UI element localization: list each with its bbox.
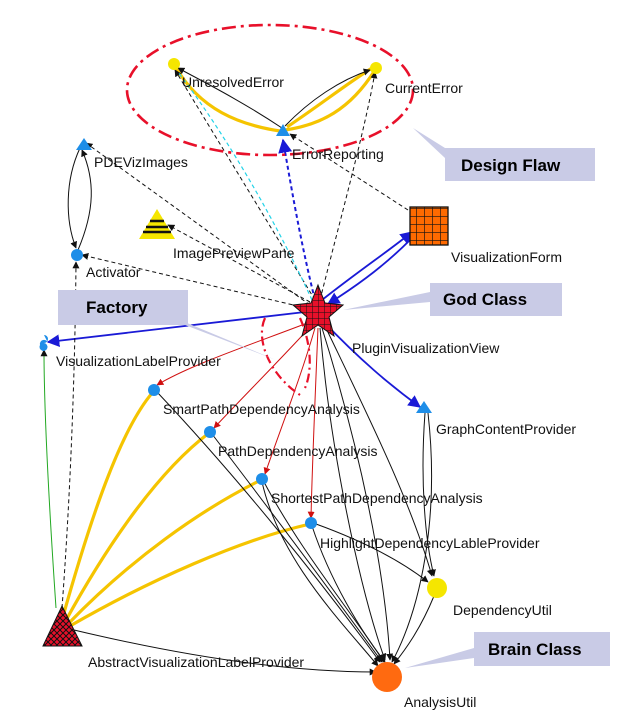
edge-graph-dependency bbox=[422, 412, 436, 577]
path-dependency-analysis-label: PathDependencyAnalysis bbox=[218, 443, 378, 459]
edge-current-error-reporting-2 bbox=[286, 66, 373, 129]
image-preview-pane-node[interactable] bbox=[139, 209, 175, 239]
image-preview-pane-label: ImagePreviewPane bbox=[173, 245, 295, 261]
nodes bbox=[39, 58, 449, 692]
edge-highlight-dependency bbox=[315, 523, 429, 583]
graph-content-provider-label: GraphContentProvider bbox=[436, 421, 576, 437]
highlight-dependency-lable-provider-node[interactable] bbox=[305, 517, 317, 529]
pde-viz-images-node[interactable] bbox=[76, 138, 92, 150]
dependency-util-label: DependencyUtil bbox=[453, 602, 552, 618]
pde-viz-images-label: PDEVizImages bbox=[94, 154, 188, 170]
analysis-util-node[interactable] bbox=[372, 662, 402, 692]
edge-abstract-shortest bbox=[66, 478, 262, 626]
brain-class-callout: Brain Class bbox=[405, 632, 610, 668]
node-labels: UnresolvedError CurrentError ErrorReport… bbox=[56, 74, 576, 710]
edge-reporting-current bbox=[284, 68, 371, 127]
edge-god-smartpath bbox=[156, 321, 311, 386]
edge-god-graphcontent bbox=[321, 319, 422, 408]
design-flaw-callout-text: Design Flaw bbox=[461, 156, 561, 175]
shortest-path-dependency-analysis-node[interactable] bbox=[256, 473, 268, 485]
plugin-visualization-view-node[interactable] bbox=[291, 283, 345, 338]
edge-god-imagepreview bbox=[167, 224, 311, 303]
design-flaw-callout: Design Flaw bbox=[413, 128, 595, 181]
visualization-form-node[interactable] bbox=[409, 206, 449, 246]
factory-callout: Factory bbox=[58, 290, 276, 360]
edges bbox=[40, 65, 436, 676]
edge-smartpath-analysis bbox=[156, 391, 381, 663]
visualization-label-provider-label: VisualizationLabelProvider bbox=[56, 353, 221, 369]
edge-god-vizlabel bbox=[46, 311, 306, 347]
edge-shortest-analysis-2 bbox=[261, 481, 379, 667]
error-reporting-label: ErrorReporting bbox=[292, 146, 384, 162]
god-class-callout-text: God Class bbox=[443, 290, 527, 309]
edge-activator-pdeviz bbox=[77, 149, 92, 251]
edge-god-activator bbox=[81, 253, 307, 309]
callouts: Design Flaw God Class Factory Brain Clas… bbox=[58, 128, 610, 668]
edge-abstract-activator bbox=[61, 261, 80, 609]
edge-abstract-vizlabel-green bbox=[40, 349, 57, 609]
highlight-dependency-lable-provider-label: HighlightDependencyLableProvider bbox=[320, 535, 540, 551]
error-reporting-node[interactable] bbox=[276, 124, 290, 136]
analysis-util-label: AnalysisUtil bbox=[404, 694, 476, 710]
edge-dependency-analysis bbox=[393, 595, 435, 665]
smart-path-dependency-analysis-label: SmartPathDependencyAnalysis bbox=[163, 401, 360, 417]
edge-god-unresolved bbox=[174, 69, 316, 301]
visualization-label-provider-node[interactable] bbox=[39, 335, 48, 351]
edge-current-error-reporting bbox=[284, 69, 377, 132]
edge-god-highlight bbox=[307, 327, 319, 519]
dependency-util-node[interactable] bbox=[427, 578, 447, 598]
edge-abstract-pathdep bbox=[63, 431, 210, 623]
edge-god-analysis-red bbox=[319, 327, 387, 661]
edge-god-shortest bbox=[263, 327, 316, 475]
activator-label: Activator bbox=[86, 264, 141, 280]
plugin-visualization-view-label: PluginVisualizationView bbox=[352, 340, 500, 356]
edge-abstract-smartpath bbox=[60, 390, 155, 621]
path-dependency-analysis-node[interactable] bbox=[204, 426, 216, 438]
unresolved-error-node[interactable] bbox=[168, 58, 180, 70]
unresolved-error-label: UnresolvedError bbox=[182, 74, 284, 90]
edge-vizform-errorreporting bbox=[289, 133, 409, 211]
edge-god-analysis-2 bbox=[321, 327, 394, 661]
visualization-form-label: VisualizationForm bbox=[451, 249, 562, 265]
edge-abstract-highlight bbox=[69, 522, 311, 628]
factory-ellipse bbox=[260, 317, 311, 396]
edge-pdeviz-activator bbox=[67, 147, 81, 249]
current-error-label: CurrentError bbox=[385, 80, 463, 96]
abstract-visualization-label-provider-label: AbstractVisualizationLabelProvider bbox=[88, 654, 304, 670]
edge-graph-analysis bbox=[391, 412, 432, 663]
edge-god-dependency bbox=[324, 325, 434, 577]
factory-callout-text: Factory bbox=[86, 298, 148, 317]
smart-path-dependency-analysis-node[interactable] bbox=[148, 384, 160, 396]
edge-reporting-unresolved bbox=[177, 67, 283, 129]
edge-god-current bbox=[319, 71, 378, 301]
edge-highlight-analysis bbox=[311, 525, 386, 663]
god-class-callout: God Class bbox=[343, 283, 562, 316]
design-flaw-ellipse bbox=[125, 23, 415, 157]
brain-class-callout-text: Brain Class bbox=[488, 640, 582, 659]
activator-node[interactable] bbox=[71, 249, 83, 261]
edge-abstract-analysis bbox=[73, 629, 377, 676]
current-error-node[interactable] bbox=[370, 62, 382, 74]
abstract-visualization-label-provider-node[interactable] bbox=[42, 604, 83, 647]
shortest-path-dependency-analysis-label: ShortestPathDependencyAnalysis bbox=[271, 490, 483, 506]
edge-god-unresolved-cyan bbox=[177, 71, 313, 301]
edge-pathdep-analysis bbox=[211, 433, 383, 663]
edge-god-vizform bbox=[321, 231, 413, 301]
edge-god-pathdep bbox=[213, 324, 313, 429]
edge-god-errorreporting bbox=[278, 138, 316, 301]
graph-content-provider-node[interactable] bbox=[416, 401, 432, 413]
edge-vizform-god bbox=[326, 239, 411, 305]
